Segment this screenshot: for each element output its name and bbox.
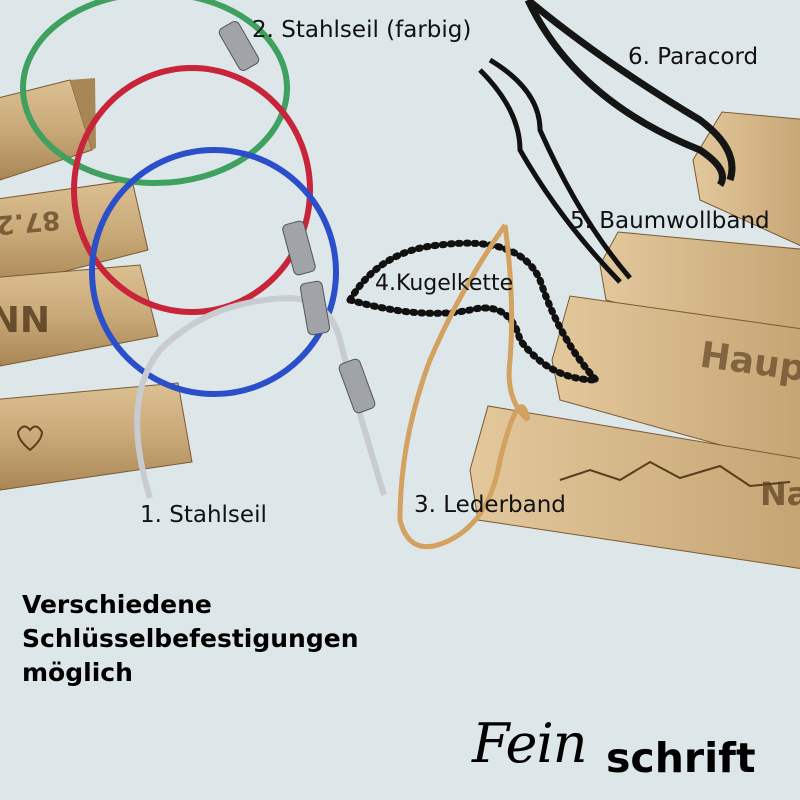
label-kugelkette: 4.Kugelkette <box>375 271 514 296</box>
green-wire-ring <box>20 0 290 186</box>
paracord <box>524 0 736 187</box>
headline-line-1: Verschiedene <box>22 590 212 619</box>
wood-block-left-3: NN <box>0 264 159 367</box>
logo-bold-part: schrift <box>606 734 756 782</box>
cotton-cord <box>478 57 632 284</box>
wood-block-right-4: Na <box>469 405 800 569</box>
engraving-text: Na <box>760 475 800 513</box>
ball-chain <box>346 239 600 384</box>
blue-wire-ring <box>89 147 339 397</box>
label-stahlseil-farbig: 2. Stahlseil (farbig) <box>252 17 472 43</box>
label-paracord: 6. Paracord <box>628 44 759 70</box>
headline: Verschiedene Schlüsselbefestigungen mögl… <box>22 588 359 690</box>
brand-logo: Fein schrift <box>472 712 792 792</box>
silver-wire-ring <box>134 280 387 499</box>
logo-script-part: Fein <box>472 712 588 775</box>
engraving-text: NN <box>0 297 50 338</box>
leather-cord <box>397 223 531 550</box>
wood-block-right-3: Haup <box>551 295 800 468</box>
wood-block-left-4 <box>0 382 193 491</box>
red-wire-ring <box>71 65 313 315</box>
label-stahlseil: 1. Stahlseil <box>140 502 267 528</box>
label-lederband: 3. Lederband <box>414 492 566 518</box>
label-baumwollband: 5. Baumwollband <box>570 208 770 234</box>
headline-line-2: Schlüsselbefestigungen <box>22 624 359 653</box>
headline-line-3: möglich <box>22 658 133 687</box>
wood-block-right-1 <box>692 111 800 247</box>
